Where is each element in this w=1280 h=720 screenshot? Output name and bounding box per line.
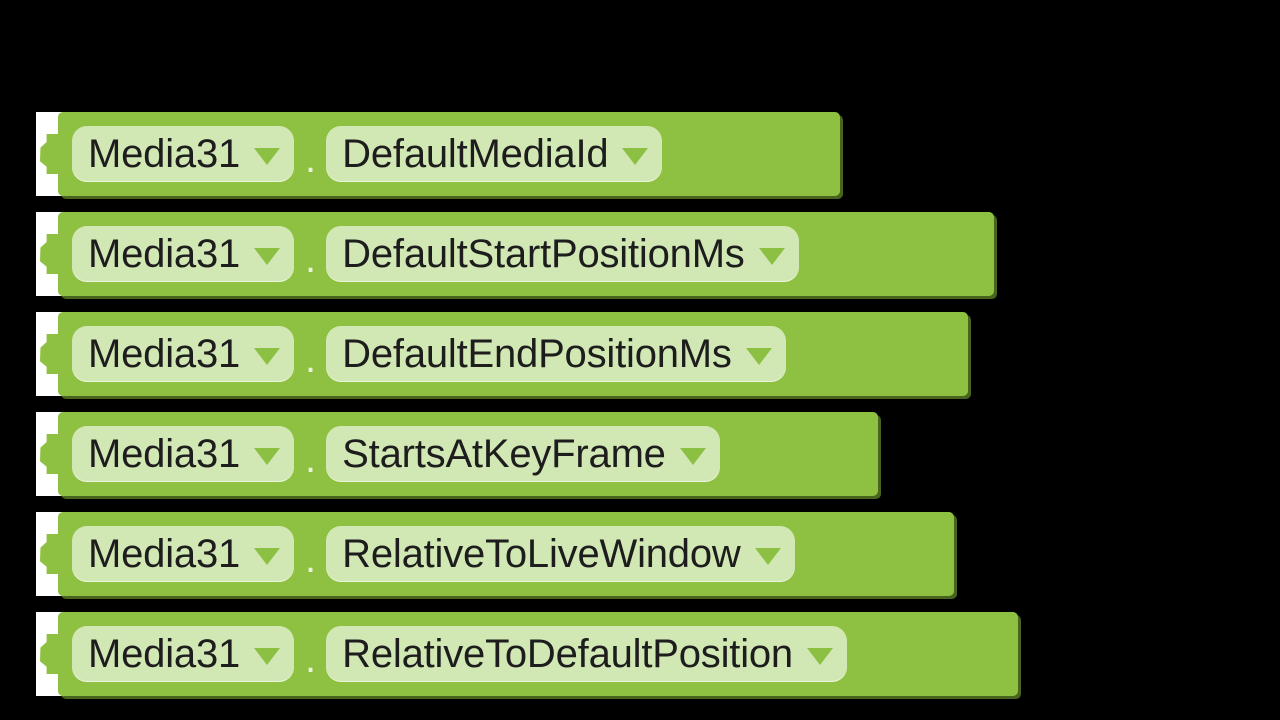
component-dropdown-field[interactable]: Media31 xyxy=(72,426,295,482)
output-plug-icon xyxy=(40,534,62,574)
component-dropdown-field[interactable]: Media31 xyxy=(72,126,295,182)
property-dropdown-field[interactable]: DefaultMediaId xyxy=(326,126,663,182)
chevron-down-icon[interactable] xyxy=(754,547,781,565)
chevron-down-icon[interactable] xyxy=(254,647,281,665)
output-plug-icon xyxy=(40,234,62,274)
chevron-down-icon[interactable] xyxy=(254,447,281,465)
component-name-label: Media31 xyxy=(88,432,241,476)
property-separator: . xyxy=(305,637,317,681)
property-dropdown-field[interactable]: RelativeToLiveWindow xyxy=(326,526,795,582)
output-plug-icon xyxy=(40,634,62,674)
property-name-label: DefaultStartPositionMs xyxy=(342,232,745,276)
property-name-label: RelativeToLiveWindow xyxy=(342,532,741,576)
component-name-label: Media31 xyxy=(88,332,241,376)
chevron-down-icon[interactable] xyxy=(679,447,706,465)
component-property-getter-block[interactable]: Media31 . DefaultStartPositionMs xyxy=(58,212,994,296)
property-name-label: StartsAtKeyFrame xyxy=(342,432,666,476)
component-property-getter-block[interactable]: Media31 . StartsAtKeyFrame xyxy=(58,412,878,496)
chevron-down-icon[interactable] xyxy=(254,147,281,165)
component-name-label: Media31 xyxy=(88,132,241,176)
property-dropdown-field[interactable]: DefaultStartPositionMs xyxy=(326,226,799,282)
chevron-down-icon[interactable] xyxy=(254,347,281,365)
component-dropdown-field[interactable]: Media31 xyxy=(72,626,295,682)
property-dropdown-field[interactable]: StartsAtKeyFrame xyxy=(326,426,720,482)
component-property-getter-block[interactable]: Media31 . DefaultMediaId xyxy=(58,112,840,196)
component-dropdown-field[interactable]: Media31 xyxy=(72,526,295,582)
chevron-down-icon[interactable] xyxy=(622,147,649,165)
property-separator: . xyxy=(305,437,317,481)
output-plug-icon xyxy=(40,434,62,474)
property-dropdown-field[interactable]: RelativeToDefaultPosition xyxy=(326,626,847,682)
component-dropdown-field[interactable]: Media31 xyxy=(72,226,295,282)
property-separator: . xyxy=(305,537,317,581)
property-dropdown-field[interactable]: DefaultEndPositionMs xyxy=(326,326,786,382)
output-plug-icon xyxy=(40,334,62,374)
component-name-label: Media31 xyxy=(88,232,241,276)
component-property-getter-block[interactable]: Media31 . DefaultEndPositionMs xyxy=(58,312,968,396)
component-name-label: Media31 xyxy=(88,532,241,576)
chevron-down-icon[interactable] xyxy=(806,647,833,665)
chevron-down-icon[interactable] xyxy=(758,247,785,265)
component-property-getter-block[interactable]: Media31 . RelativeToLiveWindow xyxy=(58,512,954,596)
property-name-label: DefaultEndPositionMs xyxy=(342,332,732,376)
property-separator: . xyxy=(305,337,317,381)
component-dropdown-field[interactable]: Media31 xyxy=(72,326,295,382)
property-separator: . xyxy=(305,137,317,181)
chevron-down-icon[interactable] xyxy=(745,347,772,365)
property-name-label: RelativeToDefaultPosition xyxy=(342,632,793,676)
chevron-down-icon[interactable] xyxy=(254,547,281,565)
property-name-label: DefaultMediaId xyxy=(342,132,609,176)
output-plug-icon xyxy=(40,134,62,174)
property-separator: . xyxy=(305,237,317,281)
component-name-label: Media31 xyxy=(88,632,241,676)
chevron-down-icon[interactable] xyxy=(254,247,281,265)
component-property-getter-block[interactable]: Media31 . RelativeToDefaultPosition xyxy=(58,612,1018,696)
